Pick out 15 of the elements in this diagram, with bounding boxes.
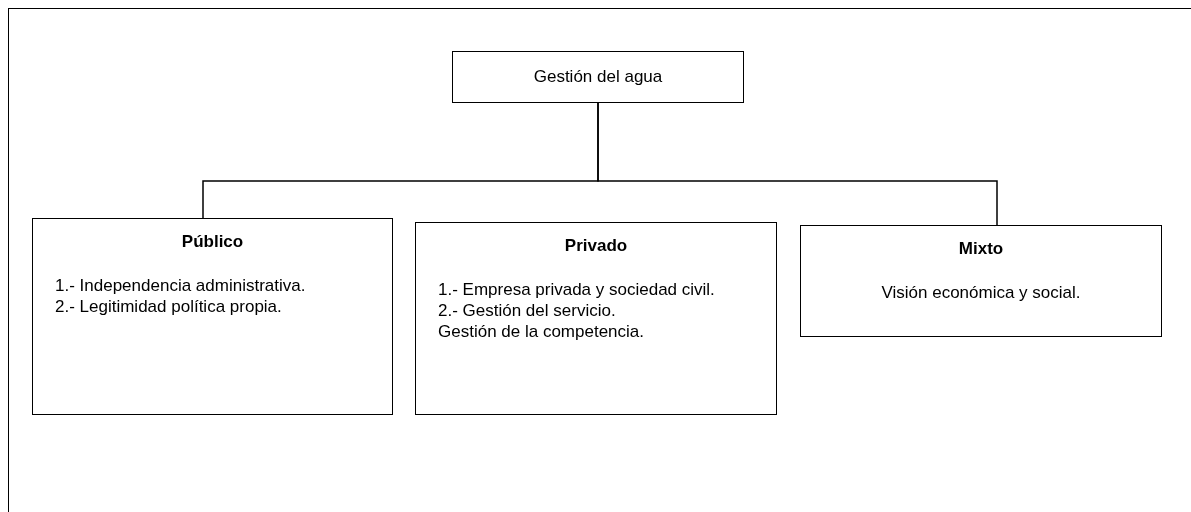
category-box xyxy=(800,225,1162,337)
category-title: Mixto xyxy=(957,238,1005,260)
description-text: Gestión de la competencia. xyxy=(438,321,645,342)
description-text: Visión económica y social. xyxy=(880,282,1082,303)
connector-line xyxy=(597,102,998,226)
root-box xyxy=(452,51,744,103)
description-text: 2.- Legitimidad política propia. xyxy=(55,296,283,317)
description-text: 2.- Gestión del servicio. xyxy=(438,300,617,321)
category-box xyxy=(415,222,777,415)
category-box xyxy=(32,218,393,415)
category-title: Privado xyxy=(563,235,629,257)
description-text: 1.- Independencia administrativa. xyxy=(55,275,307,296)
description-text: 1.- Empresa privada y sociedad civil. xyxy=(438,279,716,300)
root-title: Gestión del agua xyxy=(532,66,664,88)
category-title: Público xyxy=(180,231,245,253)
